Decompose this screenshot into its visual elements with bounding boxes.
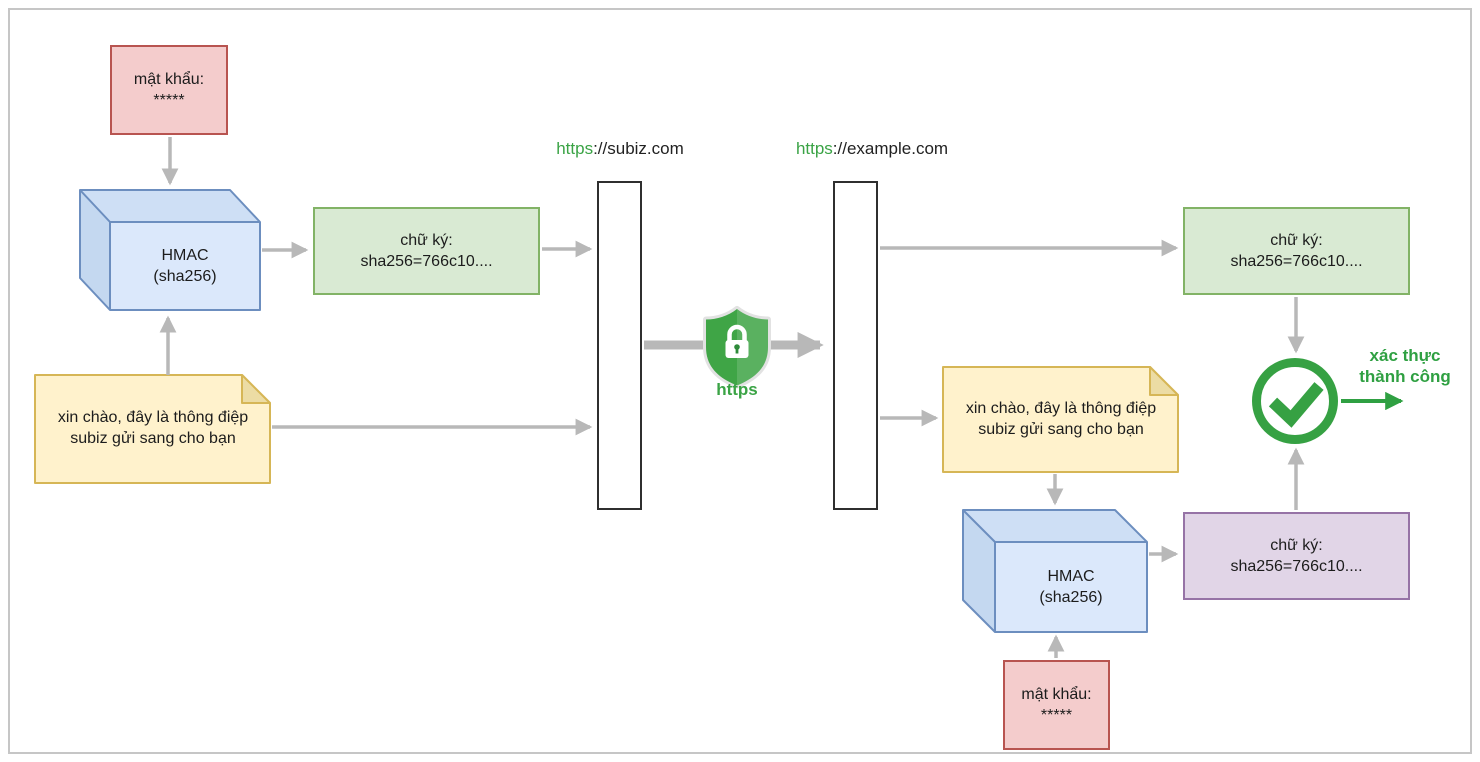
signature-box-left: chữ ký: sha256=766c10.... bbox=[313, 207, 540, 295]
signature-label: chữ ký: bbox=[1270, 232, 1323, 249]
signature-box-right: chữ ký: sha256=766c10.... bbox=[1183, 207, 1410, 295]
signature-box-computed: chữ ký: sha256=766c10.... bbox=[1183, 512, 1410, 600]
server-wall-left bbox=[597, 181, 642, 510]
password-label: mật khẩu: bbox=[133, 71, 205, 88]
verification-success-label: xác thực thành công bbox=[1359, 346, 1451, 386]
server-url-left-host: ://subiz.com bbox=[593, 139, 684, 158]
server-wall-right bbox=[833, 181, 878, 510]
password-value: ***** bbox=[153, 92, 185, 109]
server-url-right-host: ://example.com bbox=[832, 139, 949, 158]
signature-label: chữ ký: bbox=[1270, 537, 1323, 554]
password-value: ***** bbox=[1040, 707, 1073, 724]
signature-value: sha256=766c10.... bbox=[1230, 558, 1363, 575]
signature-value: sha256=766c10.... bbox=[1230, 253, 1363, 270]
server-url-left-protocol: https bbox=[556, 139, 594, 158]
server-url-left: https://subiz.com bbox=[510, 139, 730, 159]
password-label: mật khẩu: bbox=[1021, 686, 1092, 703]
server-url-right-protocol: https bbox=[795, 139, 833, 158]
https-badge-label: https bbox=[716, 380, 758, 399]
password-box-left: mật khẩu: ***** bbox=[110, 45, 228, 135]
signature-label: chữ ký: bbox=[400, 232, 453, 249]
password-box-right: mật khẩu: ***** bbox=[1003, 660, 1110, 750]
signature-value: sha256=766c10.... bbox=[360, 253, 493, 270]
server-url-right: https://example.com bbox=[762, 139, 982, 159]
